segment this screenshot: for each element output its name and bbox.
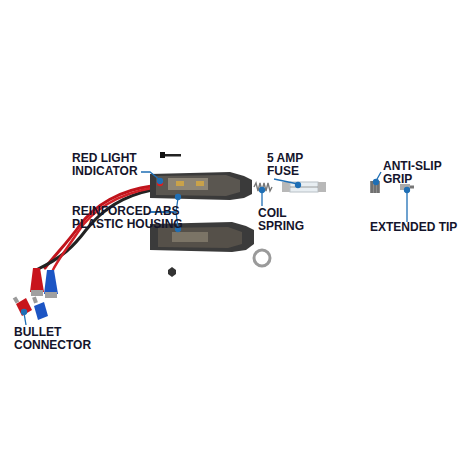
upper-housing [150,172,252,200]
nut [168,267,176,277]
bullet-connector [13,296,48,320]
part-label: REINFORCED ABS PLASTIC HOUSING [72,205,190,231]
fuse [282,182,326,192]
screw [160,152,181,158]
part-label: COIL SPRING [258,207,316,233]
part-label: BULLET CONNECTOR [14,326,106,352]
part-label: RED LIGHT INDICATOR [72,152,152,178]
leader-line [22,172,410,325]
part-label: EXTENDED TIP [370,221,470,234]
part-label: ANTI-SLIP GRIP [383,160,455,186]
insulated-terminal [30,268,58,298]
part-label: 5 AMP FUSE [267,152,315,178]
washer [254,250,270,266]
